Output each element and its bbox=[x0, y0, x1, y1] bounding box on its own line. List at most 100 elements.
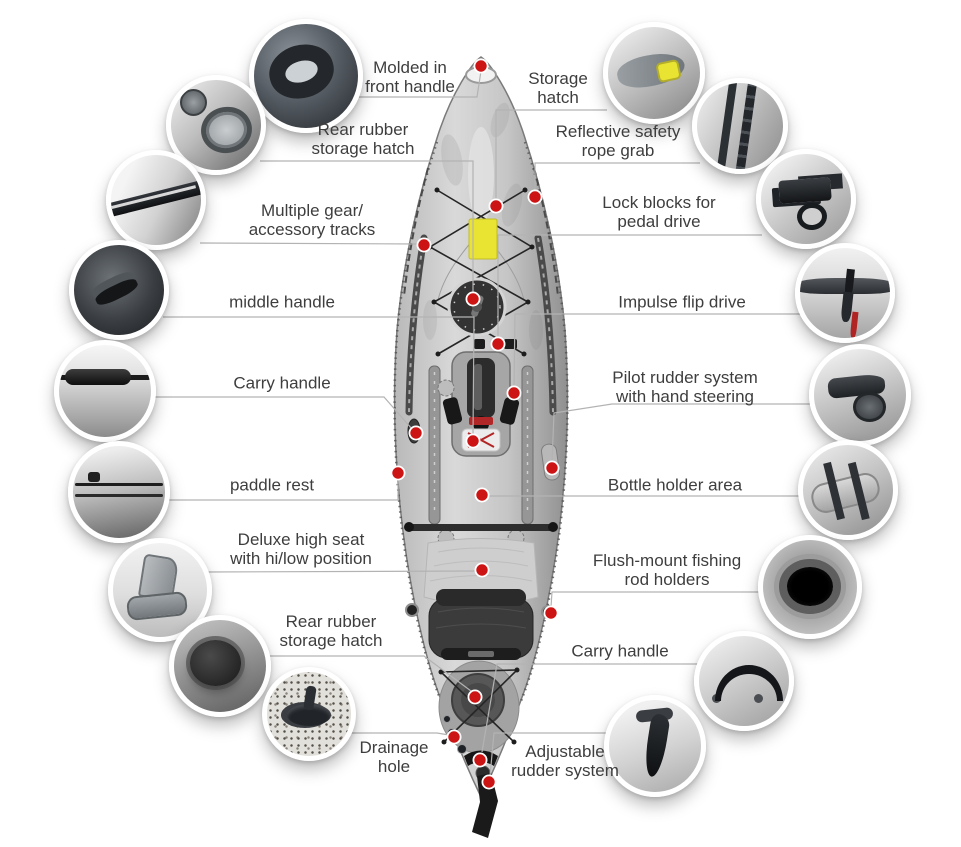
feature-label-line: Lock blocks for bbox=[602, 193, 716, 212]
callout-dot-rope-grab bbox=[527, 189, 543, 205]
feature-photo-lock-blocks bbox=[756, 149, 856, 249]
callout-dot-carry-handle-rear bbox=[472, 752, 488, 768]
feature-label-line: paddle rest bbox=[229, 475, 315, 495]
feature-label-line: Flush-mount fishing bbox=[592, 551, 742, 570]
leader-line-rear-storage-hatch bbox=[265, 655, 472, 692]
callout-dot-gear-tracks bbox=[416, 237, 432, 253]
feature-label-line: middle handle bbox=[229, 292, 335, 312]
feature-label-line: storage hatch bbox=[279, 631, 383, 650]
feature-label-line: Deluxe high seat bbox=[237, 530, 365, 549]
callout-dot-paddle-rest bbox=[390, 465, 406, 481]
feature-label-line: Drainage bbox=[359, 738, 429, 757]
feature-label-line: Impulse flip drive bbox=[618, 292, 746, 312]
feature-label-line: Rear rubber bbox=[285, 612, 377, 631]
leader-line-adjustable-rudder bbox=[489, 732, 610, 777]
leader-line-middle-handle bbox=[163, 316, 475, 437]
feature-label-line: rudder system bbox=[511, 761, 619, 780]
leader-line-storage-hatch bbox=[495, 109, 607, 200]
feature-label-line: Storage bbox=[528, 69, 588, 88]
callout-dot-storage-hatch bbox=[488, 198, 504, 214]
feature-label-middle-handle: middle handle bbox=[229, 293, 335, 312]
callout-dot-middle-handle bbox=[465, 433, 481, 449]
feature-label-carry-handle-rear: Carry handle bbox=[571, 642, 668, 661]
leader-line-front-storage-hatch bbox=[260, 160, 474, 294]
feature-label-impulse-drive: Impulse flip drive bbox=[618, 293, 746, 312]
feature-photo-impulse-drive bbox=[795, 243, 895, 343]
callout-dot-carry-handle-left bbox=[408, 425, 424, 441]
callout-dot-molded-front-handle bbox=[473, 58, 489, 74]
feature-label-line: Reflective safety bbox=[555, 122, 681, 141]
feature-photo-carry-handle-rear bbox=[694, 631, 794, 731]
feature-label-carry-handle-left: Carry handle bbox=[233, 374, 330, 393]
leader-line-carry-handle-rear bbox=[481, 663, 699, 753]
leader-line-paddle-rest bbox=[164, 479, 399, 501]
feature-photo-gear-tracks bbox=[106, 150, 206, 250]
leader-line-deluxe-seat bbox=[205, 570, 477, 573]
feature-photo-carry-handle-left bbox=[54, 340, 156, 442]
feature-photo-rear-storage-hatch bbox=[169, 615, 271, 717]
callout-dot-rod-holders bbox=[543, 605, 559, 621]
feature-label-bottle-holder: Bottle holder area bbox=[608, 476, 742, 495]
feature-photo-storage-hatch bbox=[603, 22, 705, 124]
feature-label-line: storage hatch bbox=[311, 139, 415, 158]
feature-photo-molded-front-handle bbox=[249, 19, 363, 133]
feature-label-line: pedal drive bbox=[617, 212, 701, 231]
leader-line-rod-holders bbox=[550, 591, 764, 608]
accessory-tracks bbox=[405, 234, 557, 416]
leader-line-drainage-hole bbox=[334, 732, 450, 736]
feature-photo-rope-grab bbox=[692, 78, 788, 174]
feature-label-line: hole bbox=[377, 757, 411, 776]
seat bbox=[428, 589, 534, 660]
leader-line-impulse-drive bbox=[513, 313, 801, 388]
callout-layer bbox=[150, 58, 815, 790]
callout-dot-deluxe-seat bbox=[474, 562, 490, 578]
feature-label-line: Molded in bbox=[373, 58, 447, 77]
feature-photo-rod-holders bbox=[758, 535, 862, 639]
feature-label-paddle-rest: paddle rest bbox=[230, 476, 314, 495]
feature-label-line: rope grab bbox=[581, 141, 655, 160]
leader-line-lock-blocks bbox=[497, 234, 762, 338]
callout-dot-adjustable-rudder bbox=[481, 774, 497, 790]
feature-label-line: Multiple gear/ bbox=[260, 201, 364, 220]
callout-dot-pilot-rudder bbox=[544, 460, 560, 476]
callout-dot-front-storage-hatch bbox=[465, 291, 481, 307]
pedal-drive bbox=[442, 351, 520, 457]
callout-dot-impulse-drive bbox=[506, 385, 522, 401]
leader-line-rope-grab bbox=[534, 162, 700, 192]
feature-label-line: accessory tracks bbox=[248, 220, 376, 239]
feature-label-line: hatch bbox=[537, 88, 579, 107]
feature-label-gear-tracks: Multiple gear/accessory tracks bbox=[249, 201, 376, 239]
callout-dot-rear-storage-hatch bbox=[467, 689, 483, 705]
feature-photo-deluxe-seat bbox=[108, 538, 212, 642]
feature-photo-pilot-rudder bbox=[809, 344, 911, 446]
leader-line-carry-handle-left bbox=[150, 396, 413, 430]
feature-label-line: Adjustable bbox=[525, 742, 605, 761]
leader-line-gear-tracks bbox=[199, 242, 420, 245]
callout-dot-bottle-holder bbox=[474, 487, 490, 503]
callout-dot-lock-blocks bbox=[490, 336, 506, 352]
feature-photo-adjustable-rudder bbox=[604, 695, 706, 797]
feature-label-line: Carry handle bbox=[571, 641, 669, 661]
feature-photo-middle-handle bbox=[69, 240, 169, 340]
kayak-illustration bbox=[393, 56, 569, 838]
leader-line-pilot-rudder bbox=[551, 403, 815, 463]
feature-label-line: Pilot rudder system bbox=[612, 368, 758, 387]
yellow-pad bbox=[468, 218, 498, 260]
reflective-rope bbox=[533, 167, 559, 297]
feature-label-line: front handle bbox=[365, 77, 455, 96]
front-hatch bbox=[447, 277, 507, 337]
feature-photo-paddle-rest bbox=[68, 441, 170, 543]
feature-label-line: Bottle holder area bbox=[607, 475, 743, 495]
